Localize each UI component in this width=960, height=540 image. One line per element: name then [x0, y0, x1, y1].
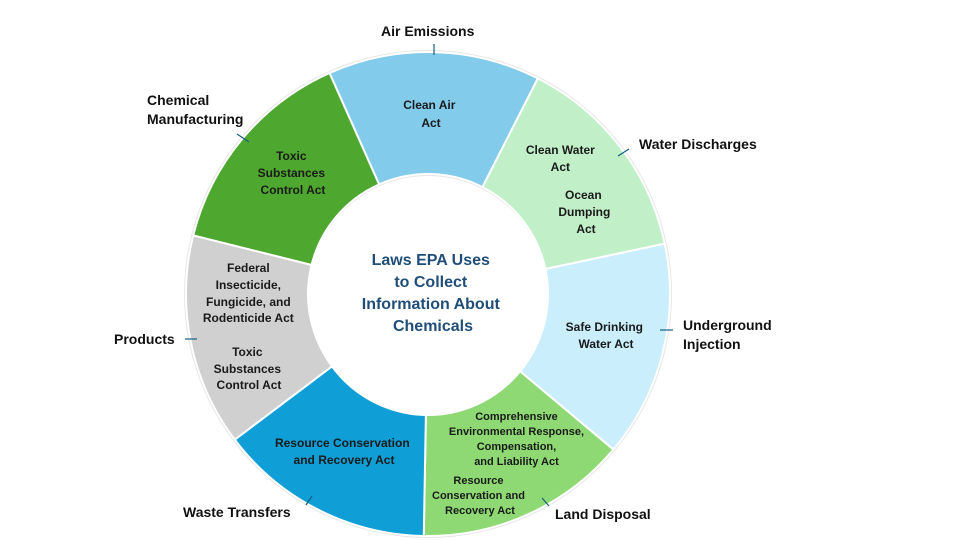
- laws-air-emissions: Clean Air Act: [403, 98, 459, 130]
- laws-underground-injection: Safe Drinking Water Act: [566, 320, 647, 351]
- label-air-emissions: Air Emissions: [381, 23, 475, 55]
- svg-text:Air Emissions: Air Emissions: [381, 23, 475, 39]
- laws-land-disposal: Comprehensive Environmental Response, Co…: [432, 411, 587, 517]
- segment-chemical-manufacturing: [191, 71, 381, 267]
- leader-tick: [541, 497, 550, 507]
- donut-ring: [184, 50, 672, 538]
- laws-products: Federal Insecticide, Fungicide, and Rode…: [203, 261, 297, 392]
- center-circle: [308, 176, 548, 416]
- center-title: Laws EPA Uses to Collect Information Abo…: [362, 252, 505, 335]
- center-title-line: Chemicals: [393, 318, 473, 335]
- center-title-line: to Collect: [394, 274, 468, 291]
- svg-text:Land Disposal: Land Disposal: [555, 506, 651, 522]
- leader-tick: [236, 133, 250, 143]
- laws-chemical-manufacturing: Toxic Substances Control Act: [258, 149, 329, 197]
- laws-water-discharges: Clean Water Act Ocean Dumping Act: [526, 143, 614, 236]
- center-title-line: Information About: [362, 296, 501, 313]
- svg-text:Waste Transfers: Waste Transfers: [183, 504, 291, 520]
- label-water-discharges: Water Discharges: [617, 136, 757, 157]
- laws-waste-transfers: Resource Conservation and Recovery Act: [275, 436, 413, 467]
- label-land-disposal: Land Disposal: [541, 497, 651, 522]
- center-title-line: Laws EPA Uses: [372, 252, 490, 269]
- leader-tick: [305, 495, 313, 506]
- leader-tick: [617, 148, 630, 157]
- segment-water-discharges: [481, 77, 666, 271]
- label-products: Products: [114, 331, 197, 347]
- label-waste-transfers: Waste Transfers: [183, 495, 313, 520]
- svg-text:Products: Products: [114, 331, 175, 347]
- svg-text:Water Discharges: Water Discharges: [639, 136, 757, 152]
- segment-air-emissions: [328, 51, 540, 189]
